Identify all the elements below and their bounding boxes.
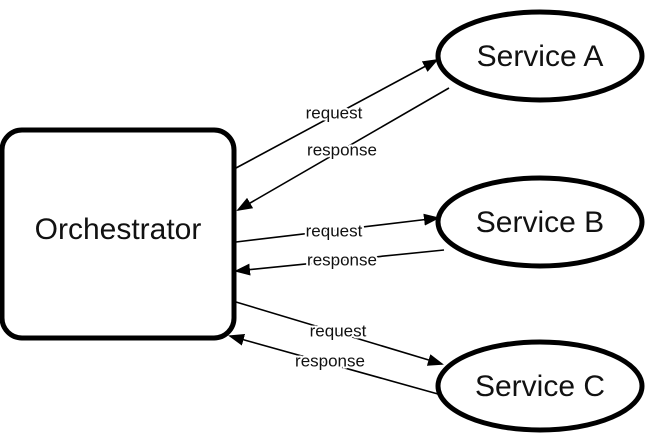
service-c-label: Service C [475,370,605,403]
request-label-c: request [310,321,367,340]
edge-service-a: request response [235,59,450,212]
edge-service-c: request response [228,301,444,395]
service-b-node: Service B [435,175,645,269]
request-label-a: request [306,103,363,122]
orchestrator-node: Orchestrator [0,127,237,341]
service-c-node: Service C [435,339,645,433]
service-a-label: Service A [477,40,604,73]
service-a-node: Service A [435,9,645,103]
response-arrow-a [236,87,450,212]
request-arrow-c [235,301,444,366]
service-a-ellipse [435,9,645,103]
service-b-label: Service B [476,206,604,239]
response-label-a: response [307,140,377,159]
request-arrow-b [235,213,440,243]
request-arrow-a [235,59,439,169]
response-label-b: response [307,250,377,269]
response-label-c: response [295,351,365,370]
response-arrow-b [234,249,445,276]
request-label-b: request [306,221,363,240]
orchestrator-label: Orchestrator [35,213,202,246]
orchestrator-box [0,127,237,341]
service-c-ellipse [435,339,645,433]
response-arrow-c [228,333,439,395]
edge-service-b: request response [234,213,445,276]
